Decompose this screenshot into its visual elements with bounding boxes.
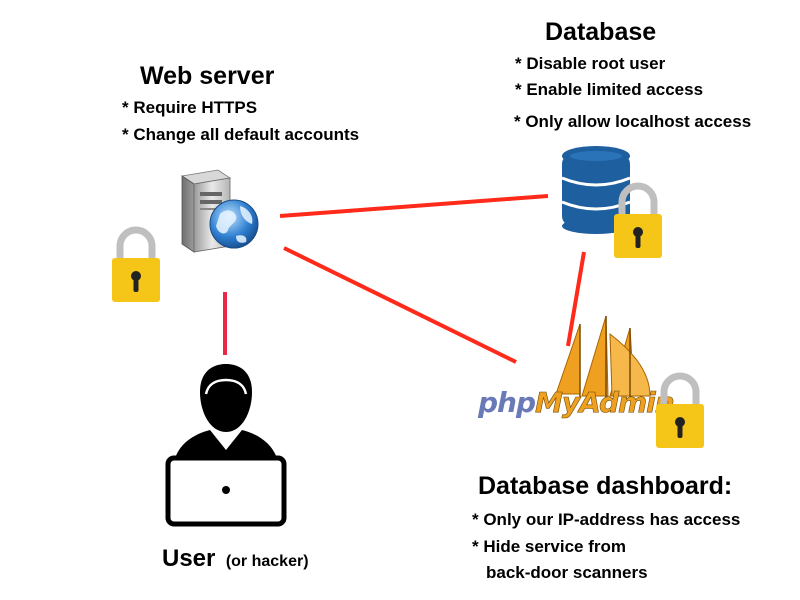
database-bullet-3: * Only allow localhost access [514,112,752,131]
database-bullet-2: * Enable limited access [515,80,704,99]
database-title: Database [545,18,657,46]
dashboard-title: Database dashboard: [478,472,733,500]
dashboard-bullet-1: * Only our IP-address has access [472,510,741,529]
web-server-lock-icon [112,226,160,302]
line-webserver-dashboard [283,246,517,364]
line-webserver-database [279,194,549,218]
phpmyadmin-myadmin: MyAdmin [535,386,675,420]
web-server-bullet-2: * Change all default accounts [122,125,360,144]
user-label-group: User (or hacker) [162,545,309,573]
line-database-dashboard [566,251,586,347]
phpmyadmin-php: php [478,386,536,419]
sailboat-icon [555,315,651,398]
user-icon [165,364,287,527]
user-note: (or hacker) [225,553,309,570]
dashboard-bullet-2: * Hide service from [472,537,627,556]
dashboard-bullet-continuation: back-door scanners [486,563,648,582]
web-server-icon [180,169,259,253]
user-label: User [162,545,216,572]
phpmyadmin-wordmark: phpMyAdmin [478,386,675,420]
phpmyadmin-logo: phpMyAdmin [474,314,675,424]
database-lock-icon [614,182,662,258]
web-server-bullet-1: * Require HTTPS [122,98,258,117]
dashboard-lock-icon [656,372,704,448]
database-icon [561,146,631,234]
database-bullet-1: * Disable root user [515,54,666,73]
web-server-title: Web server [140,62,275,90]
